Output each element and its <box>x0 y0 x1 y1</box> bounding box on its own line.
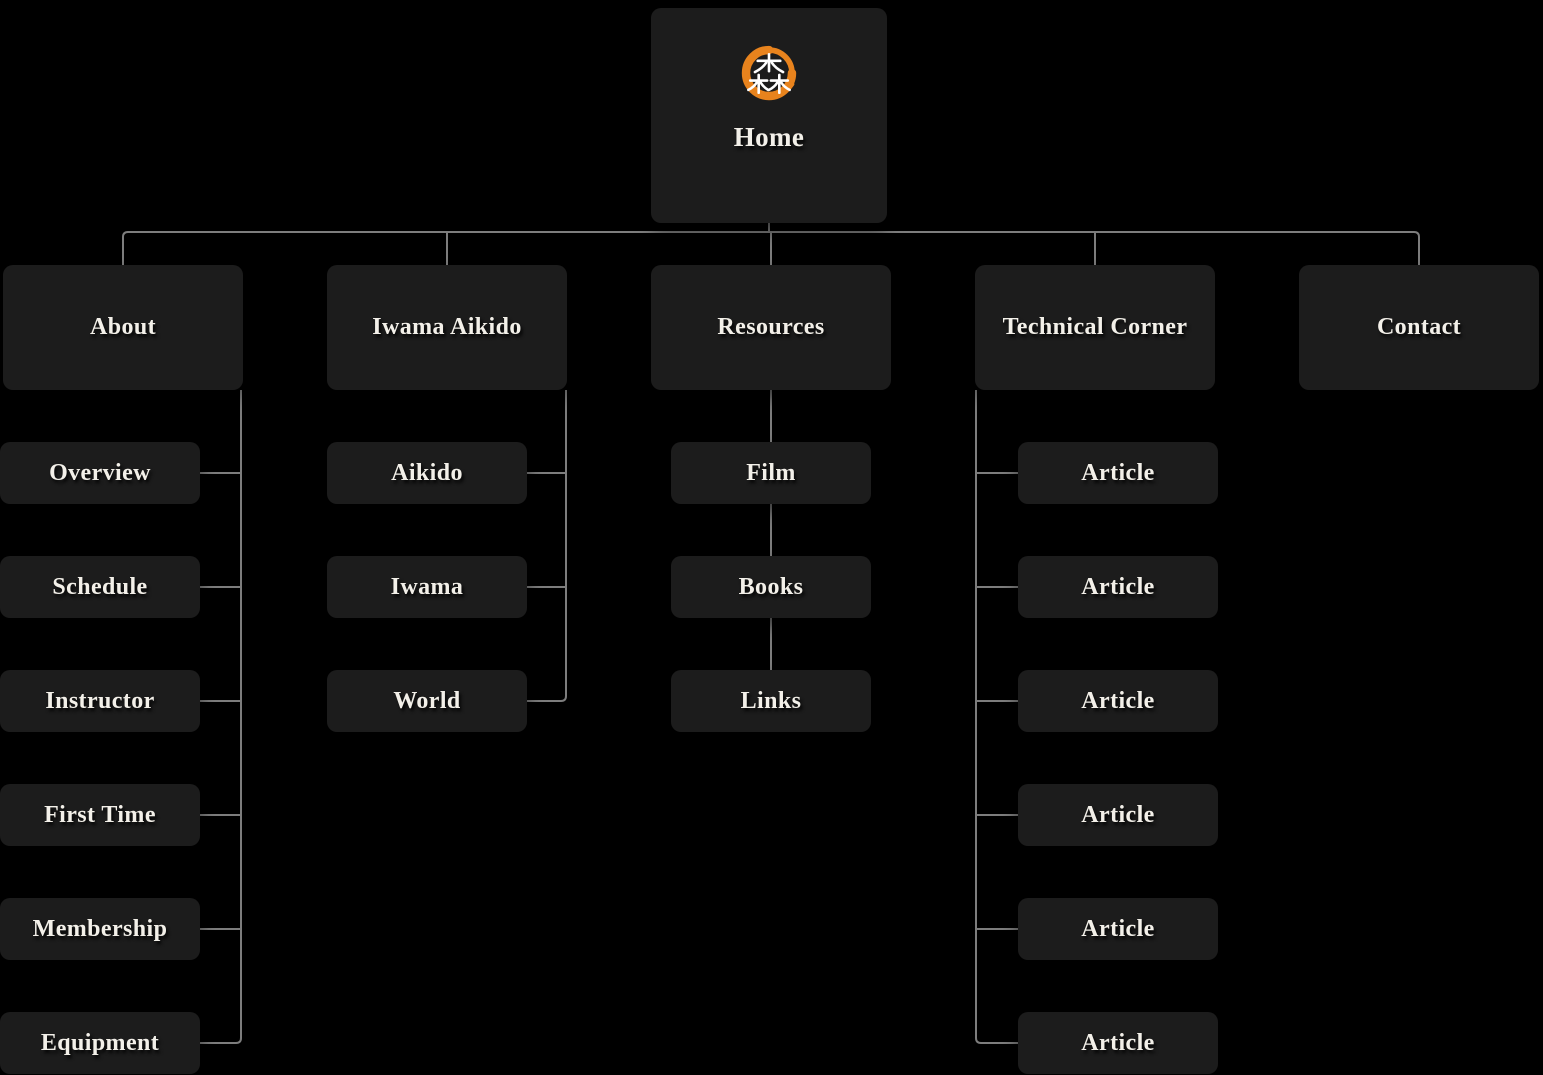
wire-level1-drops <box>446 232 1096 265</box>
node-article[interactable]: Article <box>1018 784 1218 846</box>
node-label: About <box>89 314 157 340</box>
node-label: Article <box>1081 915 1155 942</box>
node-label: Overview <box>49 459 151 486</box>
node-schedule[interactable]: Schedule <box>0 556 200 618</box>
node-article[interactable]: Article <box>1018 556 1218 618</box>
wire-technical-stubs <box>976 472 1018 930</box>
node-film[interactable]: Film <box>671 442 871 504</box>
node-label: Iwama Aikido <box>372 314 522 340</box>
wire-iwama-stubs <box>527 472 566 588</box>
node-resources[interactable]: Resources <box>651 265 891 390</box>
wire-about-spine <box>200 390 242 1044</box>
node-label: Article <box>1081 1029 1155 1056</box>
node-label: Aikido <box>391 459 463 486</box>
node-label: First Time <box>44 801 156 828</box>
node-label: Contact <box>1376 314 1462 340</box>
node-label: World <box>393 687 461 714</box>
node-first-time[interactable]: First Time <box>0 784 200 846</box>
node-label: Home <box>733 122 805 152</box>
node-label: Links <box>740 687 802 714</box>
node-contact[interactable]: Contact <box>1299 265 1539 390</box>
node-membership[interactable]: Membership <box>0 898 200 960</box>
node-label: Books <box>738 573 804 600</box>
node-label: Iwama <box>390 573 464 600</box>
node-overview[interactable]: Overview <box>0 442 200 504</box>
wire-technical-spine <box>975 390 1018 1044</box>
node-label: Article <box>1081 687 1155 714</box>
node-label: Article <box>1081 801 1155 828</box>
node-label: Membership <box>32 915 168 942</box>
node-world[interactable]: World <box>327 670 527 732</box>
node-instructor[interactable]: Instructor <box>0 670 200 732</box>
node-home[interactable]: Home <box>651 8 887 223</box>
node-aikido[interactable]: Aikido <box>327 442 527 504</box>
node-label: Schedule <box>52 573 148 600</box>
node-label: Resources <box>717 314 825 340</box>
enso-mori-logo-icon <box>741 45 797 101</box>
node-label: Article <box>1081 573 1155 600</box>
node-label: Film <box>746 459 796 486</box>
node-links[interactable]: Links <box>671 670 871 732</box>
wire-iwama-spine <box>527 390 567 702</box>
node-technical-corner[interactable]: Technical Corner <box>975 265 1215 390</box>
node-books[interactable]: Books <box>671 556 871 618</box>
wire-about-stubs <box>200 472 241 930</box>
node-label: Equipment <box>40 1029 160 1056</box>
node-iwama-aikido[interactable]: Iwama Aikido <box>327 265 567 390</box>
node-article[interactable]: Article <box>1018 898 1218 960</box>
node-label: Technical Corner <box>1002 314 1188 340</box>
node-about[interactable]: About <box>3 265 243 390</box>
node-article[interactable]: Article <box>1018 670 1218 732</box>
node-article[interactable]: Article <box>1018 1012 1218 1074</box>
node-label: Instructor <box>45 687 155 714</box>
node-article[interactable]: Article <box>1018 442 1218 504</box>
node-iwama[interactable]: Iwama <box>327 556 527 618</box>
node-label: Article <box>1081 459 1155 486</box>
node-equipment[interactable]: Equipment <box>0 1012 200 1074</box>
